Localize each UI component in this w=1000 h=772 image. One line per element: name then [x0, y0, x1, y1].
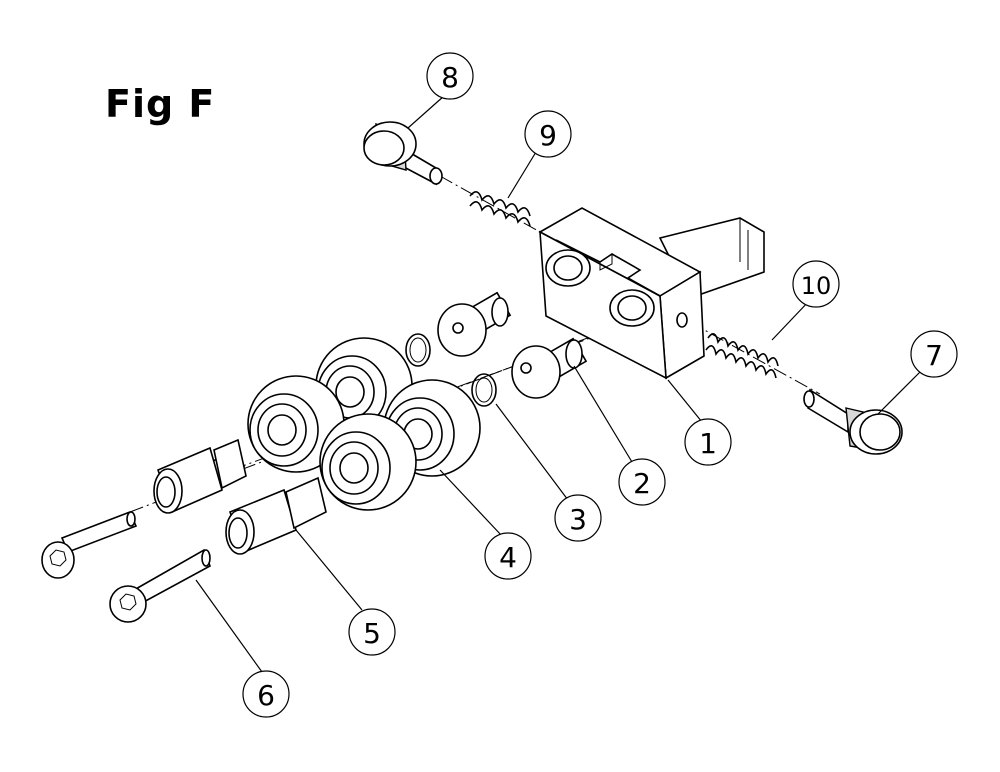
callout-8: 8 — [426, 52, 474, 100]
callout-6: 6 — [242, 670, 290, 718]
part-2-bushing-lower — [511, 337, 588, 399]
callout-3: 3 — [554, 494, 602, 542]
callout-8-label: 8 — [441, 61, 459, 94]
callout-5: 5 — [348, 608, 396, 656]
callout-5-label: 5 — [363, 617, 381, 650]
callout-4: 4 — [484, 532, 532, 580]
callout-4-label: 4 — [499, 541, 517, 574]
callout-10-label: 10 — [801, 272, 832, 300]
callout-1-label: 1 — [699, 427, 717, 460]
callout-7-label: 7 — [925, 339, 943, 372]
part-6-screw-upper — [41, 510, 138, 579]
part-3-ring-upper — [405, 333, 431, 367]
callout-6-label: 6 — [257, 679, 275, 712]
part-10-spring — [705, 333, 779, 379]
part-4-bearing-b — [247, 375, 345, 473]
callout-2-label: 2 — [633, 467, 651, 500]
callout-1: 1 — [684, 418, 732, 466]
callout-2: 2 — [618, 458, 666, 506]
figure-title: Fig F — [105, 82, 216, 126]
part-2-bushing-upper — [437, 291, 512, 357]
callout-9: 9 — [524, 110, 572, 158]
part-5-axle-lower — [225, 476, 327, 555]
leader-lines — [195, 95, 921, 673]
part-5-axle-upper — [153, 438, 247, 514]
callout-7: 7 — [910, 330, 958, 378]
part-7-knob-pin — [803, 388, 903, 455]
part-8-knob-pin — [363, 121, 443, 186]
callout-3-label: 3 — [569, 503, 587, 536]
part-6-screw-lower — [109, 548, 211, 623]
part-4-bearing-d — [319, 413, 417, 511]
part-1-block — [538, 207, 765, 380]
callout-10: 10 — [792, 260, 840, 308]
callout-9-label: 9 — [539, 119, 557, 152]
part-9-spring — [469, 191, 531, 227]
part-3-ring-lower — [471, 373, 497, 407]
